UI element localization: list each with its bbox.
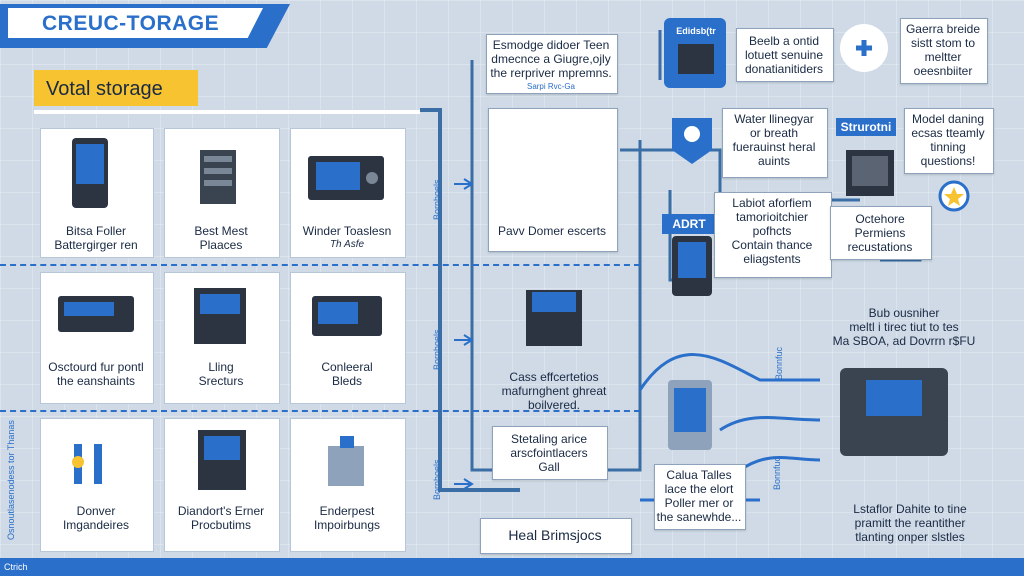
row-separator-2 — [0, 410, 640, 412]
right-note-5 — [714, 192, 832, 278]
footer-bar — [0, 558, 1024, 576]
right-note-2 — [900, 18, 988, 84]
row-1-label: Bornhoels — [432, 179, 442, 220]
center-box-1-label: Pavv Domer escerts — [497, 224, 607, 238]
right-note-4 — [904, 108, 994, 174]
adrt-tag: ADRT — [662, 214, 716, 234]
curve-label-2: Bonnfuc — [772, 456, 782, 490]
right-note-8 — [654, 464, 746, 530]
row-separator-1 — [0, 264, 640, 266]
struct-tag: Strurotni — [836, 118, 896, 136]
footer-text: Ctrich — [4, 562, 28, 572]
section-tag-label: Votal storage — [46, 78, 163, 100]
tile-4 — [40, 272, 154, 404]
page-title: CREUC-TORAGE — [42, 12, 220, 35]
right-note-6 — [830, 206, 932, 260]
center-box-1 — [488, 108, 618, 252]
right-note-1 — [736, 28, 834, 82]
center-top-note — [486, 34, 618, 94]
row-2-label: Bornhoels — [432, 329, 442, 370]
center-box-3 — [492, 426, 608, 480]
bottom-label-box — [480, 518, 632, 554]
title-banner-inner — [8, 8, 263, 38]
section-divider — [34, 110, 420, 114]
curve-label-1: Bonnfuc — [774, 346, 784, 380]
row-3-label: Bornhoels — [432, 459, 442, 500]
section-tag — [34, 70, 198, 106]
tile-7 — [40, 418, 154, 552]
tile-6 — [290, 272, 406, 404]
badge-tag: Edidsb(tr — [672, 26, 720, 40]
right-note-3 — [722, 108, 828, 178]
bottom-label: Heal Brimsjocs — [508, 527, 602, 543]
